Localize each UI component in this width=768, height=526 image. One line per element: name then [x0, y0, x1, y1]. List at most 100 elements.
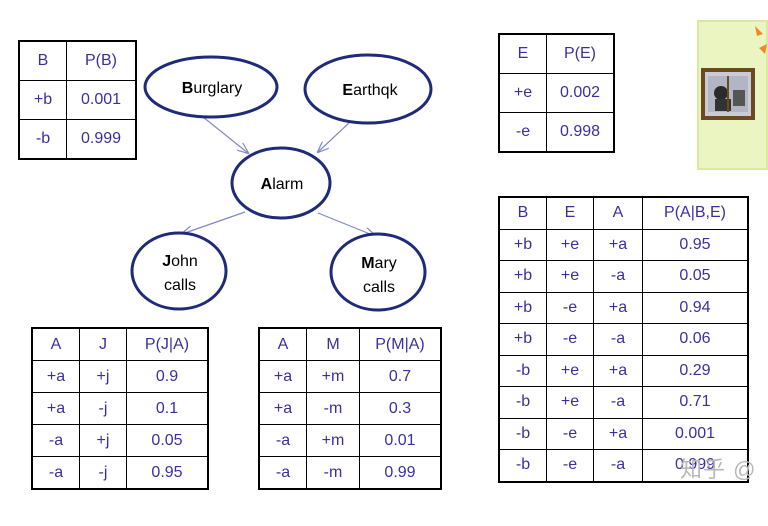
header-cell: B	[498, 196, 547, 230]
table-cell: 0.7	[359, 360, 442, 393]
header-cell: E	[498, 33, 547, 74]
table-cell: +m	[306, 360, 360, 393]
header-cell: P(J|A)	[126, 327, 209, 361]
table-cell: -b	[18, 119, 67, 160]
cpt-mary-calls: A M P(M|A) +a +m 0.7 +a -m 0.3 -a +m 0.0…	[258, 327, 442, 490]
header-cell: A	[258, 327, 307, 361]
header-cell: E	[546, 196, 594, 230]
edge-earthquake-alarm	[318, 122, 350, 152]
header-cell: J	[79, 327, 127, 361]
table-cell: +a	[31, 392, 80, 425]
table-cell: 0.1	[126, 392, 209, 425]
table-cell: -e	[546, 449, 594, 482]
table-cell: +j	[79, 424, 127, 457]
john-label-line2: calls	[164, 277, 196, 294]
table-cell: +a	[593, 228, 643, 261]
table-cell: 0.05	[126, 424, 209, 457]
table-cell: 0.05	[642, 260, 749, 293]
table-cell: 0.001	[642, 417, 749, 450]
edge-burglary-alarm	[197, 112, 248, 153]
table-cell: -e	[498, 112, 547, 153]
table-cell: 0.71	[642, 386, 749, 419]
table-cell: +b	[498, 260, 547, 293]
table-cell: -b	[498, 386, 547, 419]
table-cell: -b	[498, 354, 547, 387]
cpt-burglary: B P(B) +b 0.001 -b 0.999	[18, 40, 137, 160]
table-cell: 0.06	[642, 323, 749, 356]
table-cell: +j	[79, 360, 127, 393]
table-cell: +b	[498, 228, 547, 261]
table-cell: +a	[593, 291, 643, 324]
watermark-text: 知乎 @	[680, 457, 757, 482]
table-cell: 0.002	[546, 73, 615, 113]
table-cell: -a	[593, 386, 643, 419]
header-cell: P(B)	[66, 40, 137, 81]
node-burglary	[143, 55, 279, 119]
table-cell: +b	[18, 80, 67, 120]
table-cell: +e	[546, 260, 594, 293]
node-john	[130, 231, 228, 311]
table-cell: -a	[31, 424, 80, 457]
node-mary	[329, 232, 427, 312]
earthquake-label: Earthqk	[342, 82, 398, 99]
header-cell: B	[18, 40, 67, 81]
header-cell: P(M|A)	[359, 327, 442, 361]
table-cell: +a	[31, 360, 80, 393]
table-cell: 0.998	[546, 112, 615, 153]
table-cell: +a	[593, 417, 643, 450]
table-cell: 0.99	[359, 456, 442, 490]
table-cell: -a	[31, 456, 80, 490]
node-earthquake	[303, 53, 433, 125]
alarm-label: Alarm	[261, 176, 304, 193]
header-cell: P(A|B,E)	[642, 196, 749, 230]
table-cell: 0.29	[642, 354, 749, 387]
header-cell: A	[593, 196, 643, 230]
mary-label-line2: calls	[363, 279, 395, 296]
burglary-label: Burglary	[182, 80, 242, 97]
table-cell: +b	[498, 323, 547, 356]
table-cell: 0.3	[359, 392, 442, 425]
table-cell: +e	[546, 354, 594, 387]
header-cell: A	[31, 327, 80, 361]
john-label: John	[162, 253, 198, 270]
table-cell: -j	[79, 456, 127, 490]
edge-alarm-john	[182, 211, 246, 234]
table-cell: +e	[546, 386, 594, 419]
table-cell: -e	[546, 417, 594, 450]
table-cell: +e	[498, 73, 547, 113]
cpt-alarm: B E A P(A|B,E) +b +e +a 0.95 +b +e -a 0.…	[498, 196, 749, 483]
table-cell: -a	[593, 449, 643, 482]
table-cell: +m	[306, 424, 360, 457]
table-cell: 0.9	[126, 360, 209, 393]
table-cell: -e	[546, 323, 594, 356]
table-cell: 0.95	[126, 456, 209, 490]
table-cell: +a	[593, 354, 643, 387]
edge-alarm-mary	[317, 212, 375, 236]
cpt-john-calls: A J P(J|A) +a +j 0.9 +a -j 0.1 -a +j 0.0…	[31, 327, 209, 490]
table-cell: +e	[546, 228, 594, 261]
table-cell: -b	[498, 417, 547, 450]
table-cell: -j	[79, 392, 127, 425]
table-cell: -a	[258, 456, 307, 490]
table-cell: -m	[306, 456, 360, 490]
table-cell: 0.01	[359, 424, 442, 457]
table-cell: 0.001	[66, 80, 137, 120]
table-cell: -a	[593, 323, 643, 356]
table-cell: -a	[258, 424, 307, 457]
table-cell: 0.95	[642, 228, 749, 261]
table-cell: 0.94	[642, 291, 749, 324]
node-alarm	[230, 146, 332, 220]
table-cell: -m	[306, 392, 360, 425]
cpt-earthquake: E P(E) +e 0.002 -e 0.998	[498, 33, 615, 153]
table-cell: -e	[546, 291, 594, 324]
table-cell: +b	[498, 291, 547, 324]
header-cell: M	[306, 327, 360, 361]
table-cell: 0.999	[66, 119, 137, 160]
table-cell: -a	[593, 260, 643, 293]
table-cell: +a	[258, 392, 307, 425]
header-cell: P(E)	[546, 33, 615, 74]
table-cell: +a	[258, 360, 307, 393]
table-cell: -b	[498, 449, 547, 482]
burglar-clipart-image	[697, 20, 768, 170]
